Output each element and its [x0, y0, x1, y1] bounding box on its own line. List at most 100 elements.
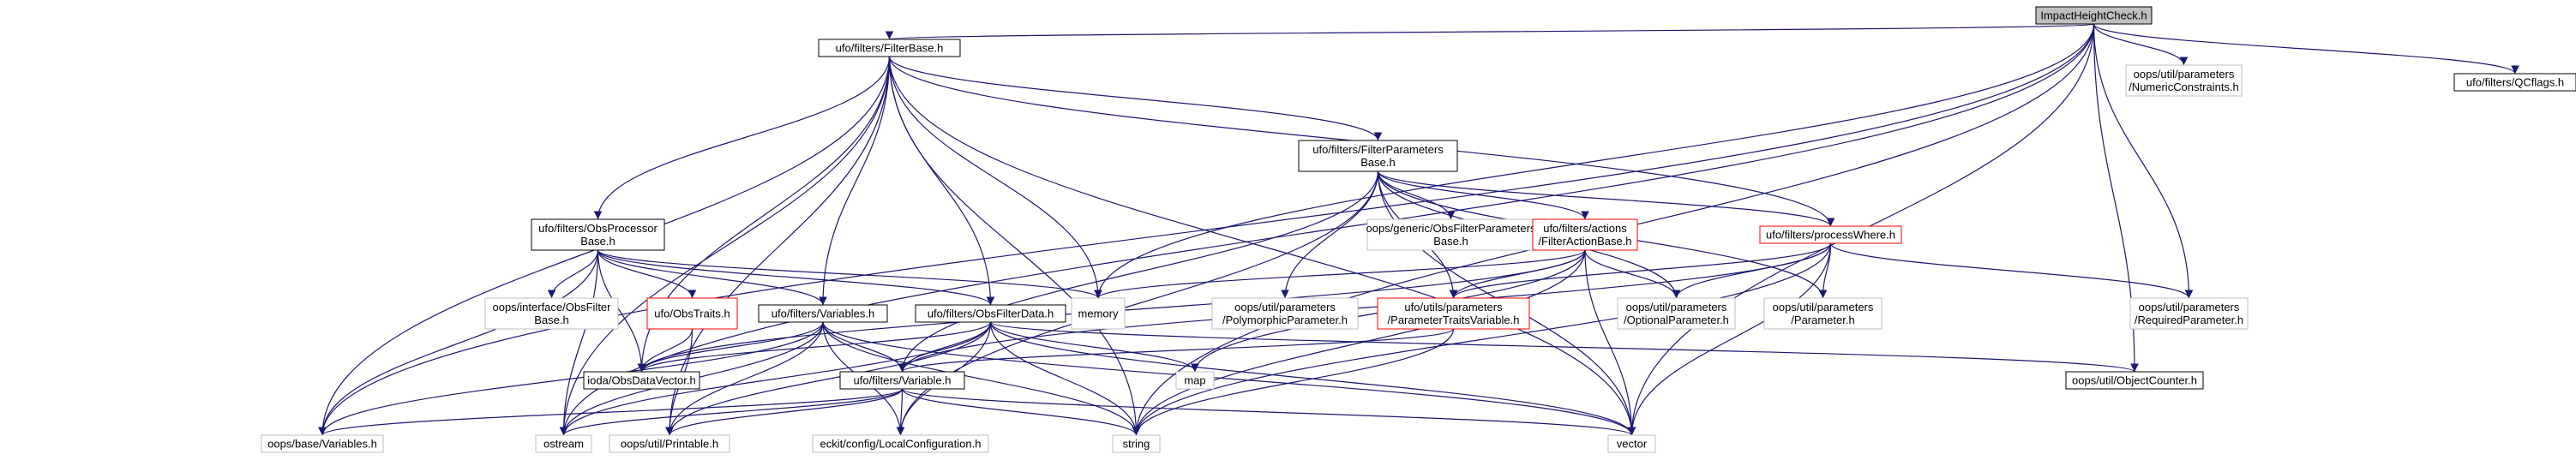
node-box — [2453, 73, 2576, 92]
node-label: /PolymorphicParameter.h — [1222, 314, 1348, 326]
node-optparam: oops/util/parameters/OptionalParameter.h — [1617, 297, 1736, 330]
edge-processwhere-to-string — [1132, 242, 1832, 436]
node-map: map — [1175, 371, 1215, 390]
node-label: vector — [1617, 438, 1648, 451]
node-box — [818, 39, 961, 57]
node-label: ufo/filters/FilterParameters — [1312, 143, 1444, 156]
node-label: Base.h — [1433, 235, 1468, 248]
node-label: ufo/ObsTraits.h — [654, 308, 730, 320]
node-box — [2129, 297, 2249, 330]
node-label: ioda/ObsDataVector.h — [587, 374, 695, 387]
node-label: oops/generic/ObsFilterParameters — [1366, 222, 1536, 235]
edge-obsfilterdata-to-printable — [665, 321, 992, 436]
node-label: ostream — [543, 438, 584, 451]
edge-variables-to-variable — [822, 321, 907, 373]
node-box — [915, 304, 1066, 323]
edge-obsfilterdata-to-ostream — [559, 321, 992, 436]
node-reqparam: oops/util/parameters/RequiredParameter.h — [2129, 297, 2249, 330]
edge-obsproc-to-obsfilterdata — [597, 249, 995, 306]
edge-variables-to-string — [822, 321, 1141, 436]
node-obsdatavector[interactable]: ioda/ObsDataVector.h — [583, 371, 700, 390]
node-label: /OptionalParameter.h — [1624, 314, 1729, 326]
node-variables[interactable]: ufo/filters/Variables.h — [758, 304, 888, 323]
node-label: oops/util/parameters — [1234, 301, 1336, 314]
node-box — [1617, 297, 1736, 330]
node-label: Base.h — [1360, 156, 1395, 169]
edge-variable-to-localconf — [896, 388, 905, 436]
edge-root-to-reqparam — [2093, 23, 2194, 299]
node-box — [261, 434, 384, 453]
node-label: /NumericConstraints.h — [2129, 81, 2239, 93]
nodes-layer: ImpactHeightCheck.h ufo/filters/FilterBas… — [261, 6, 2576, 453]
edge-variable-to-ostream — [559, 388, 904, 436]
node-box — [1112, 434, 1161, 453]
node-box — [758, 304, 888, 323]
node-label: Base.h — [580, 235, 615, 248]
edge-root-to-filterbase — [886, 23, 2095, 40]
node-label: Base.h — [534, 314, 568, 326]
node-label: ufo/filters/QCflags.h — [2466, 76, 2564, 89]
node-obsfilterdata[interactable]: ufo/filters/ObsFilterData.h — [915, 304, 1066, 323]
node-label: ufo/filters/processWhere.h — [1766, 229, 1895, 242]
node-label: ufo/filters/FilterBase.h — [836, 42, 944, 55]
edge-root-to-qcflags — [2093, 23, 2519, 75]
node-box — [646, 297, 738, 330]
node-filterbase[interactable]: ufo/filters/FilterBase.h — [818, 39, 961, 57]
edge-filterbase-to-printable — [665, 56, 891, 436]
node-variable[interactable]: ufo/filters/Variable.h — [839, 371, 965, 390]
node-label: ufo/utils/parameters — [1404, 301, 1503, 314]
node-label: eckit/config/LocalConfiguration.h — [820, 438, 982, 451]
edge-root-to-basevars — [318, 23, 2095, 436]
node-label: string — [1123, 438, 1150, 451]
node-box — [812, 434, 989, 453]
edge-filteraction-to-memory — [1094, 249, 1586, 299]
node-obstraits[interactable]: ufo/ObsTraits.h — [646, 297, 738, 330]
edge-obsfilterdata-to-map — [989, 321, 1199, 373]
edge-obsfilterdata-to-obsdatavector — [637, 321, 992, 373]
node-box — [1759, 225, 1902, 244]
node-box — [2125, 64, 2243, 97]
node-box — [1211, 297, 1359, 330]
node-label: oops/util/parameters — [2139, 301, 2240, 314]
edge-filterbase-to-vector — [888, 56, 1636, 436]
node-box — [1071, 297, 1126, 330]
node-label: oops/interface/ObsFilter — [492, 301, 611, 314]
node-root[interactable]: ImpactHeightCheck.h — [2035, 6, 2153, 25]
edge-variable-to-vector — [901, 388, 1636, 436]
node-label: oops/util/parameters — [2134, 68, 2235, 81]
node-box — [484, 297, 619, 330]
node-qcflags[interactable]: ufo/filters/QCflags.h — [2453, 73, 2576, 92]
node-box — [609, 434, 730, 453]
node-label: /FilterActionBase.h — [1538, 235, 1631, 248]
edge-processwhere-to-vector — [1627, 242, 1832, 436]
edge-obsproc-to-variables — [597, 249, 827, 306]
node-box — [1175, 371, 1215, 390]
edge-filteraction-to-vector — [1584, 249, 1636, 436]
edge-filterbase-to-ostream — [559, 56, 891, 436]
node-box — [1298, 140, 1458, 172]
edge-filterparams-to-variable — [898, 170, 1379, 373]
edge-obsproc-to-memory — [597, 249, 1102, 299]
node-label: oops/base/Variables.h — [267, 438, 377, 451]
node-objcounter[interactable]: oops/util/ObjectCounter.h — [2065, 371, 2204, 390]
edge-obsproc-to-ostream — [559, 249, 599, 436]
edge-filteraction-to-string — [1132, 249, 1586, 436]
edge-filterbase-to-variables — [819, 56, 891, 306]
node-box — [531, 218, 665, 251]
node-filteraction[interactable]: ufo/filters/actions/FilterActionBase.h — [1532, 218, 1638, 251]
node-paramtraits[interactable]: ufo/utils/parameters/ParameterTraitsVari… — [1377, 297, 1530, 330]
node-label: /Parameter.h — [1791, 314, 1854, 326]
node-processwhere[interactable]: ufo/filters/processWhere.h — [1759, 225, 1902, 244]
edge-filterparams-to-polyparam — [1281, 170, 1379, 299]
node-label: oops/util/parameters — [1626, 301, 1727, 314]
edge-filterparams-to-processwhere — [1377, 170, 1835, 227]
node-string: string — [1112, 434, 1161, 453]
edge-variable-to-basevars — [318, 388, 904, 436]
node-box — [839, 371, 965, 390]
edge-filterparams-to-genericobs — [1377, 170, 1456, 220]
node-numconstr: oops/util/parameters/NumericConstraints.… — [2125, 64, 2243, 97]
node-label: ufo/filters/ObsFilterData.h — [928, 308, 1054, 320]
